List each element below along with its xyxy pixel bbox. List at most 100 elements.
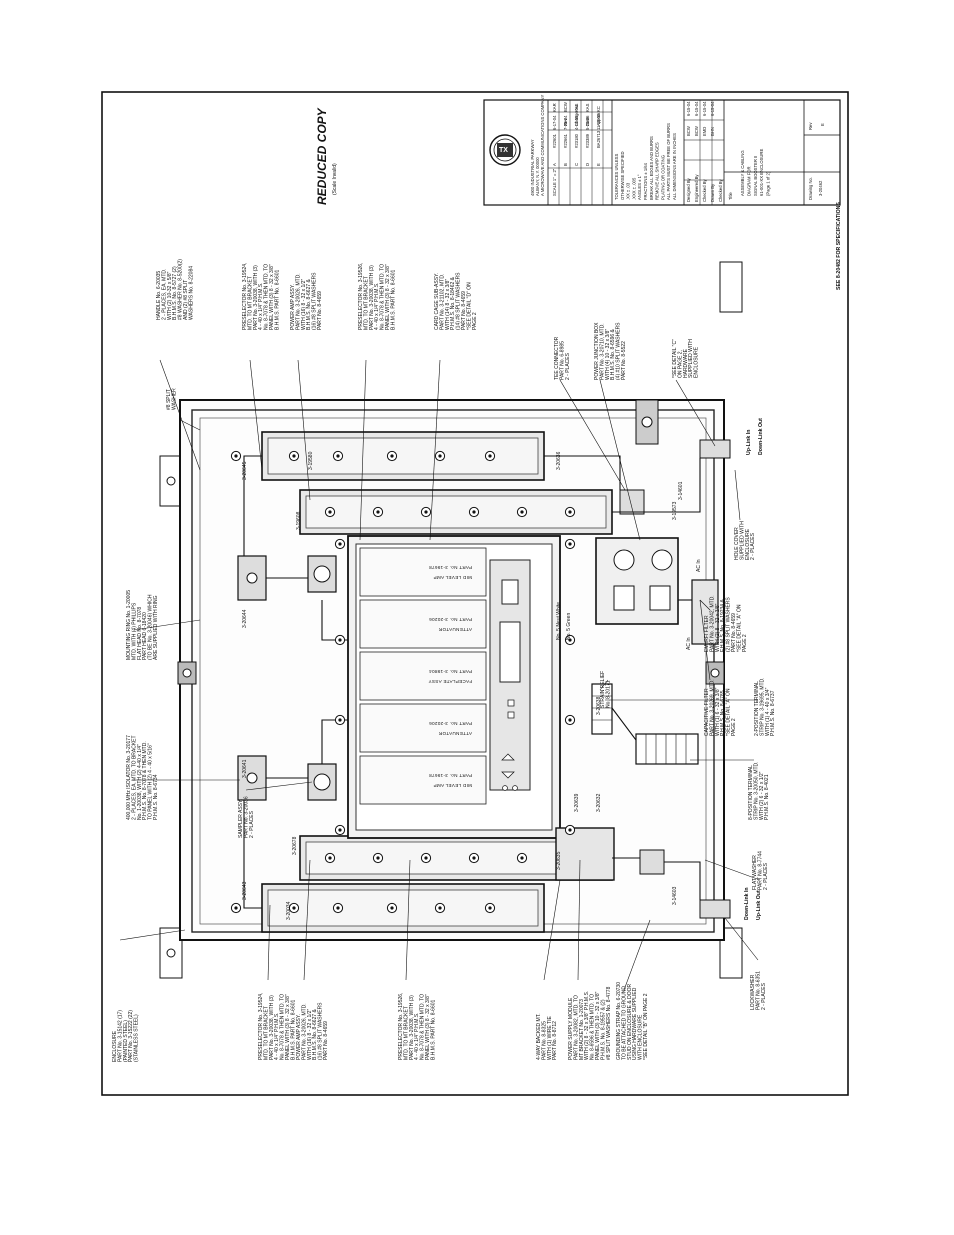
company-address-line: A MICROWAVE AND COMMUNICATIONS COMPANY (540, 95, 545, 196)
module-part-number: PART No. 3-19678 (429, 565, 472, 570)
signoff-cell-text: BCW (694, 126, 699, 136)
callout-mid-line: P.H.M.S. No. 8-6737 (770, 690, 776, 736)
callout-bottom-line: B.H.M.S. No. 8-6627 & (312, 1008, 318, 1060)
part-tag-line: 3-20645 (242, 461, 248, 480)
callout-bottom-line: PART No. 8-8712 (552, 1021, 558, 1060)
callout-bottom-line: PART No. 3-20026, MTD. (301, 1003, 307, 1060)
callout-bottom-line: No. 8-7078 & THEN MTD. TO (420, 994, 426, 1060)
callout-bottom-line: PART No. 8-6351 (755, 971, 761, 1010)
callout-mid-line: 2-POSITION TERMINAL (754, 681, 760, 736)
screw-head (292, 906, 296, 910)
module-name: ATTENUATOR (438, 627, 472, 632)
part-tag: 3-19573 (672, 501, 678, 520)
wire-label-line: No. 5 Green (566, 613, 572, 640)
callout-top-line: POWER AMP ASSY. (290, 284, 296, 330)
revision-cell-text: KAS (574, 103, 579, 112)
revision-cell: A (552, 163, 557, 166)
signoff-cell: EMD (702, 127, 707, 136)
leader-line (249, 359, 263, 471)
part-tag-line: 3-20034 (286, 901, 292, 920)
screw-head (568, 638, 572, 642)
part-tag-line: 3-20635 (556, 851, 562, 870)
callout-bottom-line: MT BRACKET No. 1-20073 (579, 999, 585, 1060)
callout-bottom-line: POWER AMP ASSY. (296, 1014, 302, 1060)
signoff-cell: Checked By (718, 179, 723, 202)
revision-cell-text: #23389 (585, 133, 590, 148)
signoff-cell-text: 6-15-04 (686, 101, 691, 116)
part-tag-line: 3-20638 (596, 696, 602, 715)
callout-bottom-line: WITH (2) 8 - 32 x 3/8" P.H.M.S. (584, 991, 590, 1060)
mounting-screws (230, 450, 576, 914)
module-slot (359, 651, 487, 701)
callout-top-line: CARD CAGE SUB-ASSY. (434, 273, 440, 330)
wire-label-line: AC In (696, 559, 702, 572)
module-name: MID LEVEL AMP (433, 575, 472, 580)
rf-connectors (619, 439, 731, 919)
revision-cell: 7-25-04 (563, 115, 568, 130)
connector-label-line: Down-Link In (744, 887, 750, 920)
revision-cell-text: E (596, 163, 601, 166)
signoff-cell-text: EMD (702, 127, 707, 136)
stamp-subtitle: (Scale Invalid) (332, 163, 338, 195)
callout-top-line: PART No. 8-4659 (317, 291, 323, 330)
callout-bottom-line: PART No. 3-20038, WITH (3) (409, 995, 415, 1060)
drawing-title-line: SIGNAL BOOSTER II (753, 156, 758, 196)
callout-top-line: *SEE DETAIL "D" ON (466, 282, 472, 330)
company-logo: TX (489, 134, 521, 166)
drawing-number-label-line: Drawing No. (808, 177, 813, 200)
revision-cell: 5-23-05 (585, 115, 590, 130)
part-tag-line: 3-20632 (596, 793, 602, 812)
part-tag-line: 3-20636 (556, 451, 562, 470)
callout-top-line: 2 - PLACES (565, 352, 571, 380)
callout-bottom-line: TO BE ATTACHED TO GROUND (621, 986, 627, 1060)
tolerances-note-line: .XX ± .03 (626, 182, 631, 200)
signoff-cell: 6-15-04 (694, 101, 699, 116)
leader-line (623, 919, 651, 991)
callout-mid-line: 2 - PLACES (249, 810, 255, 838)
callout-top-line: PANEL WITH (3) 8 - 32 x 3/8" (385, 264, 391, 330)
callout-top-line: B.H.M.S. PART No. 8-6601 (390, 269, 396, 330)
leader-line (699, 599, 711, 681)
callout-mid-line: No. 1-20038, WITH (2) 4-40 x 1/4" (137, 744, 143, 820)
screw-head (568, 718, 572, 722)
revision-cell-text: 4-14-05 (574, 115, 579, 130)
callout-bottom-line: 2 - PLACES (763, 862, 769, 890)
drawing-title-line: DIAGRAM FOR (746, 166, 751, 196)
signoff-cell: Engineered By (694, 174, 699, 202)
connector-label: Up-Link Out (756, 890, 762, 920)
signoff-cell: 6-15-04 (702, 101, 707, 116)
revision-cell: 11-15-05 (596, 113, 601, 130)
part-tag: 3-20644 (242, 609, 248, 628)
drawing-scale: SCALE 1" = 2" (552, 168, 557, 196)
callout-bottom-line: PART No. 3-20082, MTD. TO (573, 995, 579, 1060)
module-name: ATTENUATOR (438, 731, 472, 736)
callout-top-line: PART No. 3-20038, WITH (3) (253, 265, 259, 330)
leader-line (559, 379, 626, 491)
callout-top-line: (16) #8 SPLIT WASHERS (312, 272, 318, 330)
module-part-number: PART No. 3-20206 (429, 617, 472, 622)
part-tag-line: 3-19580 (308, 451, 314, 470)
callout-bottom-line: 4-WAY BACKED MT. (536, 1013, 542, 1060)
callout-bottom-line: PART No. 8-8325 (541, 1021, 547, 1060)
signoff-cell-text: Checked By (718, 179, 723, 202)
callout-bottom-line: PART No. 3-15142 (17) (117, 1010, 123, 1062)
callout-bottom: PRESELECTOR No. 3-19524,MTD. TO MT BRACK… (258, 993, 296, 1060)
part-tag: 3-20636 (556, 451, 562, 470)
callout-top-line: WITH (4) 10 - 32 x 3/8" (605, 329, 611, 380)
callout-bottom-line: GROUNDING STRAP No. 6-20730 (616, 982, 622, 1060)
callout-mid-line: WITH (2) 8 - 32 x 3/8" (715, 603, 721, 652)
screw-head (520, 510, 524, 514)
callout-top: CARD CAGE SUB-ASSY.PART No. 3-21102, MTD… (434, 272, 478, 330)
screw-head (438, 906, 442, 910)
company-address-line: ALBANY, N.Y. 00000 (535, 157, 540, 196)
callout-mid-line: P.H.M.S. No. 8-7078 & THEN MTD. (142, 741, 148, 820)
leader-line (297, 359, 311, 501)
signoff-cell: 6-15-04 (710, 101, 715, 116)
